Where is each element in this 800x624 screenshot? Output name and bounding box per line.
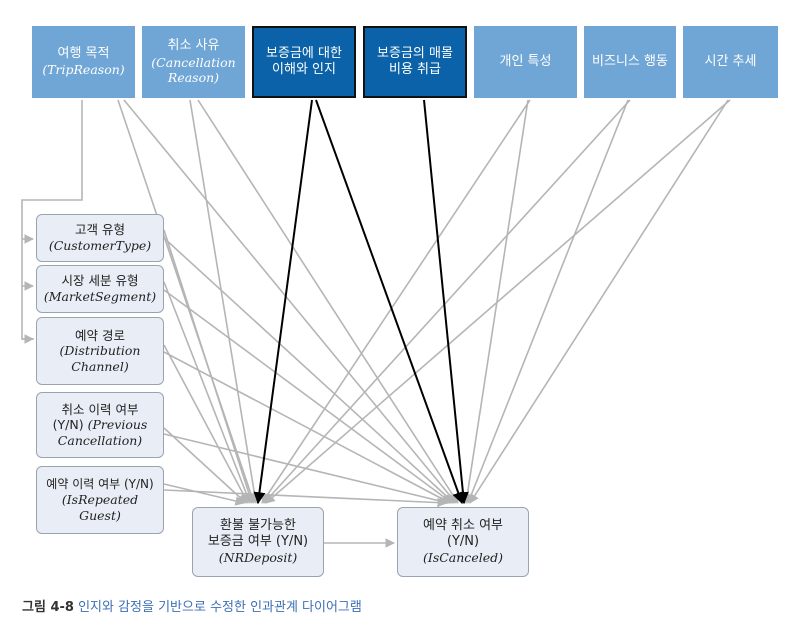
edge-repeated-ic — [163, 489, 447, 508]
node-is-canceled: 예약 취소 여부 (Y/N) (IsCanceled) — [397, 507, 529, 577]
figure-caption-text: 인지와 감정을 기반으로 수정한 인과관계 다이어그램 — [73, 600, 362, 615]
node-prev-cancel-yn: (Y/N) — [52, 417, 84, 433]
node-trip-reason-ko: 여행 목적 — [57, 46, 110, 62]
edge-cancel-nr — [189, 99, 260, 504]
node-deposit-awareness-line1: 보증금에 대한 — [266, 45, 342, 61]
node-repeated-guest-en1: (IsRepeated — [61, 491, 139, 507]
edge-market-ic — [163, 289, 453, 504]
node-customer-type-ko: 고객 유형 — [75, 222, 125, 238]
edge-awareness-ic — [315, 99, 464, 505]
node-cancel-reason-en1: (Cancellation — [151, 54, 236, 70]
edge-trip-ic — [123, 99, 457, 504]
node-market-segment: 시장 세분 유형 (MarketSegment) — [36, 265, 164, 313]
node-repeated-guest-ko: 예약 이력 여부 (Y/N) — [46, 476, 154, 491]
node-business-ko: 비즈니스 행동 — [592, 53, 668, 69]
node-personal-ko: 개인 특성 — [499, 53, 552, 69]
edge-prev-ic — [163, 433, 449, 506]
node-is-canceled-en: (IsCanceled) — [423, 550, 503, 566]
edge-prev-nr — [163, 427, 247, 504]
figure-caption-label: 그림 4-8 — [22, 600, 74, 615]
node-distribution: 예약 경로 (Distribution Channel) — [36, 317, 164, 385]
node-business: 비즈니스 행동 — [584, 26, 676, 98]
node-market-segment-ko: 시장 세분 유형 — [61, 273, 139, 289]
node-market-segment-en: (MarketSegment) — [43, 289, 157, 304]
edge-customer-ic — [163, 237, 455, 504]
node-customer-type: 고객 유형 (CustomerType) — [36, 214, 164, 262]
node-repeated-guest-en2: Guest) — [79, 507, 121, 523]
edge-sunkcost-ic — [423, 99, 469, 505]
edge-trip-nr — [117, 99, 256, 504]
edge-repeated-nr — [163, 483, 245, 506]
node-is-canceled-ko1: 예약 취소 여부 — [422, 517, 504, 533]
node-deposit-awareness-line2: 이해와 인지 — [272, 62, 336, 77]
node-prev-cancel-ko: 취소 이력 여부 — [61, 401, 139, 417]
figure-caption: 그림 4-8 인지와 감정을 기반으로 수정한 인과관계 다이어그램 — [22, 596, 362, 615]
node-trip-reason-en: (TripReason) — [42, 62, 125, 78]
edge-distribution-nr — [163, 344, 249, 504]
edge-customer-nr — [163, 229, 254, 504]
node-deposit-awareness: 보증금에 대한 이해와 인지 — [252, 26, 356, 98]
edge-time-ic — [469, 99, 729, 504]
node-is-canceled-ko2: (Y/N) — [446, 534, 480, 550]
node-nr-deposit-ko2: 보증금 여부 (Y/N) — [207, 534, 309, 550]
node-trip-reason: 여행 목적 (TripReason) — [32, 26, 135, 98]
node-nr-deposit-en: (NRDeposit) — [218, 550, 298, 566]
node-personal: 개인 특성 — [474, 26, 577, 98]
node-cancel-reason: 취소 사유 (Cancellation Reason) — [142, 26, 245, 98]
edge-cancel-ic — [197, 99, 459, 504]
edge-time-nr — [265, 99, 731, 504]
node-repeated-guest: 예약 이력 여부 (Y/N) (IsRepeated Guest) — [36, 466, 164, 534]
node-sunk-cost-line1: 보증금의 매몰 — [377, 45, 453, 61]
node-time-trend-ko: 시간 추세 — [704, 53, 757, 69]
node-distribution-ko: 예약 경로 — [75, 327, 125, 343]
edge-awareness-nr — [253, 99, 313, 505]
node-sunk-cost-line2: 비용 취급 — [389, 62, 441, 77]
node-time-trend: 시간 추세 — [683, 26, 778, 98]
node-sunk-cost: 보증금의 매몰 비용 취급 — [363, 26, 467, 98]
edge-distribution-ic — [163, 351, 451, 504]
node-prev-cancel: 취소 이력 여부 (Y/N) (Previous Cancellation) — [36, 392, 164, 458]
edge-business-nr — [263, 99, 631, 504]
node-distribution-en2: Channel) — [71, 358, 129, 374]
node-nr-deposit-ko1: 환불 불가능한 — [220, 517, 296, 533]
node-prev-cancel-en2: Cancellation) — [57, 432, 143, 448]
node-nr-deposit: 환불 불가능한 보증금 여부 (Y/N) (NRDeposit) — [192, 507, 324, 577]
node-distribution-en1: (Distribution — [59, 343, 141, 359]
node-cancel-reason-en2: Reason) — [167, 70, 220, 86]
edge-personal-nr — [261, 99, 531, 504]
edge-market-nr — [163, 281, 252, 504]
node-prev-cancel-en1: (Previous — [87, 417, 148, 433]
node-customer-type-en: (CustomerType) — [48, 238, 152, 253]
edge-business-ic — [466, 99, 629, 504]
node-cancel-reason-ko: 취소 사유 — [167, 38, 220, 54]
